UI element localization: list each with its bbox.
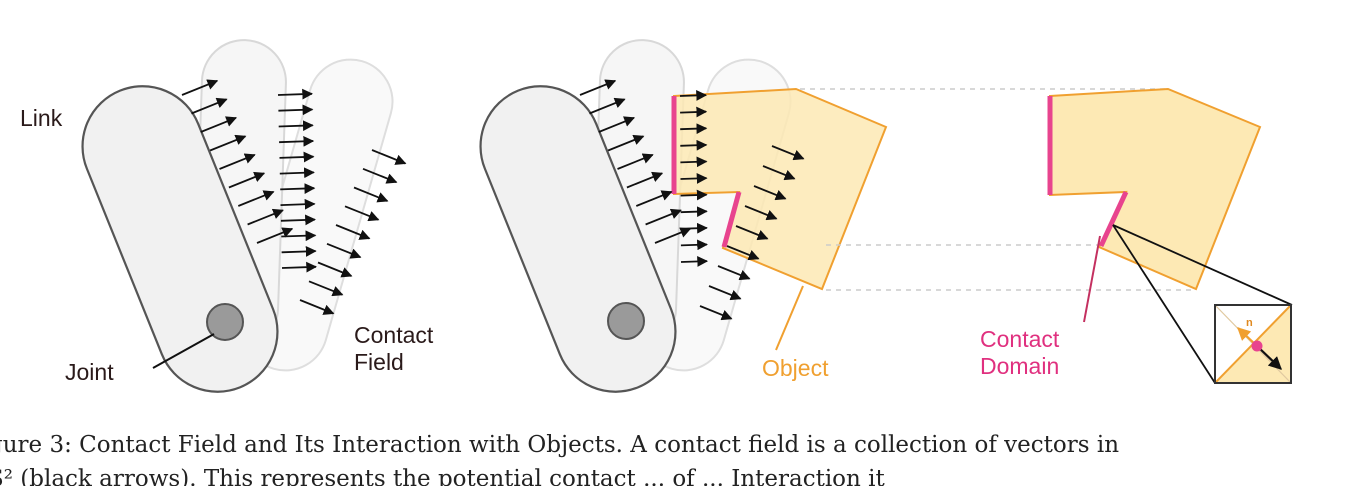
normal-label: n xyxy=(1246,317,1253,329)
object-label: Object xyxy=(762,355,829,381)
field-arrow-ghost1-p2 xyxy=(680,239,708,251)
panel-contact-field: Link Joint Contact Field xyxy=(20,39,434,393)
field-arrow-ghost2-p2 xyxy=(708,285,742,301)
contact-domain-label-line1: Contact xyxy=(980,326,1060,352)
field-arrow-ghost1-p2 xyxy=(680,206,708,218)
field-arrow-ghost2 xyxy=(299,299,335,315)
field-arrow-link-p2 xyxy=(617,153,654,170)
field-arrow-ghost2 xyxy=(326,242,362,259)
field-arrow-link-p2 xyxy=(635,190,673,207)
field-arrow-ghost1 xyxy=(280,183,316,194)
field-arrow-link xyxy=(209,134,247,152)
field-arrow-ghost2 xyxy=(317,261,353,278)
field-arrow-inset xyxy=(1256,345,1282,370)
contact-domain-leader-line xyxy=(1083,235,1101,323)
field-arrow-ghost1 xyxy=(279,151,315,163)
field-arrow-ghost2-p2 xyxy=(726,245,760,261)
field-arrow-link-p2 xyxy=(626,171,664,189)
field-arrow-ghost1-p2 xyxy=(680,139,708,151)
field-arrow-link-p2 xyxy=(645,208,682,226)
object-leader-line xyxy=(775,285,804,351)
field-arrow-ghost1 xyxy=(279,135,315,147)
field-arrow-ghost1 xyxy=(278,104,314,116)
field-arrow-ghost2 xyxy=(308,280,344,297)
field-arrow-ghost1 xyxy=(281,230,317,242)
field-arrow-ghost2 xyxy=(362,167,398,184)
field-arrow-ghost2 xyxy=(344,205,380,222)
contact-point xyxy=(1251,340,1263,352)
field-arrow-ghost1 xyxy=(277,88,314,100)
field-arrow-ghost2 xyxy=(335,224,371,240)
field-arrow-ghost2 xyxy=(371,149,407,165)
field-arrow-ghost1-p2 xyxy=(680,173,708,184)
contact-field-arrows-p2 xyxy=(579,79,805,321)
field-arrow-link xyxy=(181,79,219,96)
field-arrow-ghost2-p2 xyxy=(771,145,805,161)
field-arrow-ghost1-p2 xyxy=(680,106,708,118)
diagram: Link Joint Contact Field Object xyxy=(20,39,1293,393)
field-arrow-link xyxy=(256,227,294,244)
field-arrow-link-p2 xyxy=(654,227,692,244)
field-arrow-ghost1 xyxy=(278,120,314,132)
field-arrow-ghost1 xyxy=(281,246,317,257)
field-arrow-link-p2 xyxy=(579,79,617,96)
joint-label: Joint xyxy=(65,359,114,385)
contact-field-label-line1: Contact xyxy=(354,322,434,348)
field-arrow-ghost2-p2 xyxy=(753,185,787,201)
object-shape-p3 xyxy=(1049,87,1262,291)
figure-caption: gure 3: Contact Field and Its Interactio… xyxy=(0,428,1350,486)
field-arrow-link xyxy=(237,190,275,207)
field-arrow-ghost2-p2 xyxy=(717,265,751,281)
caption-line-1: gure 3: Contact Field and Its Interactio… xyxy=(0,432,1120,458)
panel-interaction: Object xyxy=(479,39,888,393)
joint-circle-p2 xyxy=(607,302,645,340)
zoom-line-bottom xyxy=(1112,224,1216,384)
contact-domain-label-line2: Domain xyxy=(980,353,1059,379)
field-arrow-ghost2 xyxy=(353,186,389,203)
field-arrow-link-p2 xyxy=(607,134,645,152)
field-arrow-ghost1-p2 xyxy=(680,123,708,135)
joint-circle xyxy=(206,303,244,341)
field-arrow-link xyxy=(219,153,256,170)
dashed-connectors xyxy=(800,88,1196,291)
field-arrow-link xyxy=(228,171,266,189)
field-arrow-ghost1-p2 xyxy=(680,156,708,168)
field-arrow-ghost1 xyxy=(280,214,316,226)
joint-leader-line xyxy=(152,333,215,369)
field-arrow-ghost1-p2 xyxy=(680,256,709,267)
field-arrow-ghost1-p2 xyxy=(679,90,708,101)
field-arrow-link xyxy=(191,97,228,115)
field-arrow-link xyxy=(247,208,284,226)
field-arrow-ghost1-p2 xyxy=(680,189,708,201)
contact-domain-highlight-2 xyxy=(721,191,742,248)
field-arrow-ghost2-p2 xyxy=(699,305,733,321)
field-arrow-ghost1-p2 xyxy=(680,222,708,234)
field-arrow-ghost1 xyxy=(281,261,318,273)
zoom-inset: n xyxy=(1214,304,1292,384)
field-arrow-ghost2-p2 xyxy=(762,165,796,181)
field-arrow-ghost1 xyxy=(279,167,315,179)
field-arrow-ghost1 xyxy=(280,198,316,210)
link-label: Link xyxy=(20,105,63,131)
field-arrow-link xyxy=(200,116,238,133)
panel-contact-domain: n Contact Domain xyxy=(980,87,1293,384)
field-arrow-ghost2-p2 xyxy=(744,205,778,221)
contact-domain-segment-2 xyxy=(1098,190,1129,248)
contact-field-label-line2: Field xyxy=(354,349,404,375)
field-arrow-link-p2 xyxy=(598,116,636,133)
field-arrow-ghost2-p2 xyxy=(735,225,769,241)
zoom-line-top xyxy=(1112,224,1293,306)
caption-line-2: S² (black arrows). This represents the p… xyxy=(0,466,885,486)
contact-field-arrows xyxy=(181,79,407,315)
field-arrow-link-p2 xyxy=(589,97,626,115)
